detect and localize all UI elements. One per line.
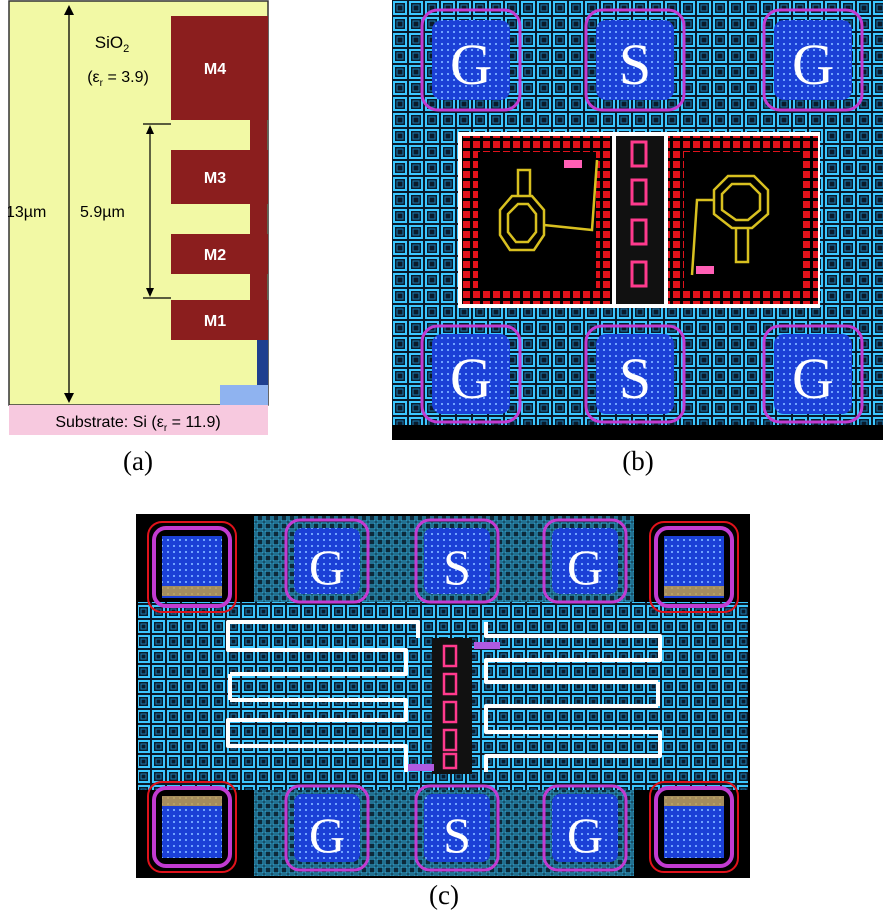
caption-a: (a) [123, 446, 153, 476]
pad-top-3: G [762, 8, 864, 112]
transistor-fingers [442, 644, 458, 770]
oxide-label: SiO2 [95, 33, 129, 55]
label-m4: M4 [204, 61, 226, 78]
pad-bottom-2: S [414, 784, 500, 872]
arrow-head-down-icon [146, 288, 154, 297]
pad-letter: G [567, 539, 603, 595]
label-m1: M1 [204, 313, 226, 330]
arrow-head-up-icon [146, 125, 154, 134]
pad-bottom-2: S [584, 324, 686, 424]
panel-b-layout: G S G [392, 0, 883, 440]
pad-letter: G [792, 32, 834, 97]
stack-thickness-label: 5.9µm [80, 204, 125, 221]
cross-section-diagram: M4 M3 M2 M1 SiO2 (εr = 3.9) 13µm 5.9µm S… [6, 0, 269, 435]
substrate-region [9, 405, 268, 435]
pad-letter: G [567, 807, 603, 863]
pad-bottom-3: G [762, 324, 864, 424]
contact-pad [564, 160, 582, 168]
corner-pad-br [649, 781, 739, 873]
pad-letter: S [443, 807, 471, 863]
pad-letter: G [792, 346, 834, 411]
caption-c: (c) [429, 880, 459, 910]
label-m3: M3 [204, 170, 226, 187]
diffusion-block [220, 385, 268, 405]
transistor-fingers [630, 140, 648, 288]
pad-letter: S [619, 32, 651, 97]
contact-pad [696, 266, 714, 274]
meander-line-icon [484, 622, 662, 772]
pad-top-2: S [584, 8, 686, 112]
pad-top-1: G [284, 518, 370, 604]
metal-m3 [171, 150, 268, 204]
corner-pad-tr [649, 521, 739, 613]
metal-m2 [171, 234, 268, 274]
pad-top-1: G [420, 8, 522, 112]
pad-bottom-3: G [542, 784, 628, 872]
inductor-coil-icon [498, 159, 599, 252]
bottom-border [392, 425, 883, 440]
arrow-head-up-icon [64, 5, 74, 15]
contact-via [257, 340, 268, 385]
metal-m4 [171, 16, 268, 120]
corner-pad-tl [147, 521, 237, 613]
pad-bottom-1: G [284, 784, 370, 872]
inductor-coil-icon [690, 174, 770, 276]
meander-line-icon [226, 620, 420, 772]
label-m2: M2 [204, 247, 226, 264]
layout-c-diagram: G S G [136, 514, 750, 878]
arrow-head-down-icon [64, 393, 74, 403]
total-thickness-label: 13µm [8, 204, 46, 221]
pad-letter: S [443, 539, 471, 595]
pad-letter: G [450, 32, 492, 97]
pad-bottom-1: G [420, 324, 522, 424]
panel-c-layout: G S G [136, 514, 750, 878]
pad-letter: G [450, 346, 492, 411]
pad-top-3: G [542, 518, 628, 604]
pad-top-2: S [414, 518, 500, 604]
oxide-permittivity: (εr = 3.9) [87, 69, 149, 89]
pad-letter: G [309, 807, 345, 863]
contact-pad [474, 642, 500, 649]
substrate-label: Substrate: Si (εr = 11.9) [55, 414, 220, 434]
transistor-strip [432, 638, 472, 774]
caption-b: (b) [622, 446, 654, 476]
metal-m1 [171, 300, 268, 340]
pad-letter: G [309, 539, 345, 595]
layout-b-diagram: G S G [392, 0, 883, 440]
contact-pad [408, 764, 434, 771]
corner-pad-bl [147, 781, 237, 873]
panel-a-cross-section: M4 M3 M2 M1 SiO2 (εr = 3.9) 13µm 5.9µm S… [6, 0, 270, 440]
pad-letter: S [619, 346, 651, 411]
